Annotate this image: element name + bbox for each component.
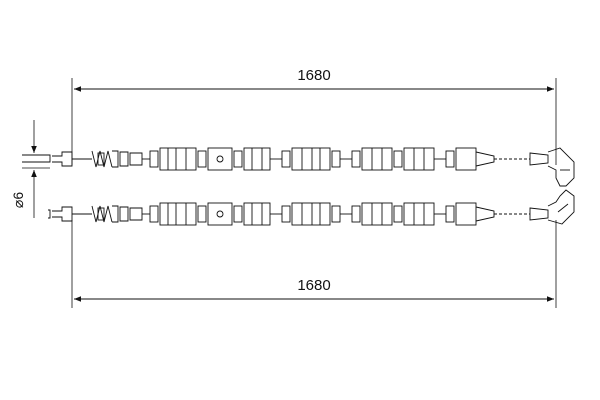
extension-lines <box>71 78 557 308</box>
top-dimension-value: 1680 <box>297 67 330 84</box>
upper-cable <box>22 147 575 187</box>
lower-cable-spring <box>91 205 113 223</box>
bottom-dimension: 1680 <box>74 277 554 302</box>
upper-cable-spring <box>91 150 113 168</box>
lower-cable-left-end <box>48 209 51 219</box>
upper-cable-left-end <box>22 154 51 163</box>
upper-sleeve <box>149 150 159 168</box>
diameter-dimension: ⌀6 <box>10 120 50 218</box>
lower-cable <box>48 189 575 226</box>
bottom-dimension-value: 1680 <box>297 277 330 294</box>
lower-cable-end-fitting <box>547 189 575 225</box>
diameter-value: ⌀6 <box>10 192 26 208</box>
top-dimension: 1680 <box>74 67 554 92</box>
upper-cable-end-fitting <box>547 147 575 187</box>
lower-sleeve <box>149 205 159 223</box>
